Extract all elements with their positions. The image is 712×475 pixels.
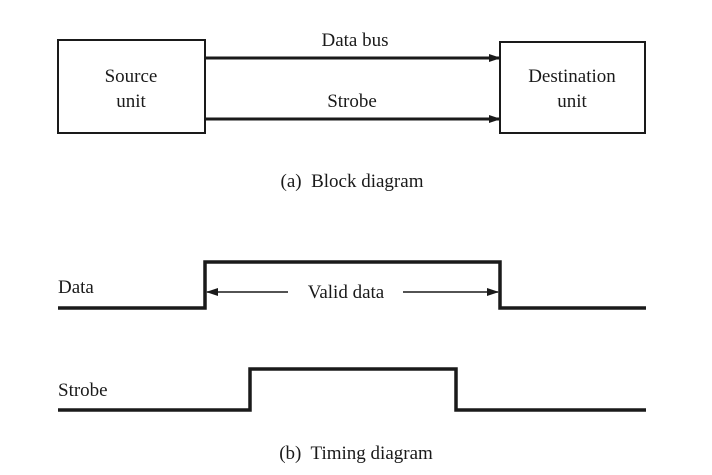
destination-unit-label-line1: Destination [528,66,616,87]
strobe-signal-label: Strobe [58,380,108,401]
source-unit-label-line1: Source [105,66,158,87]
data-waveform [58,260,646,310]
data-bus-label: Data bus [321,30,388,51]
strobe-waveform [58,367,646,412]
data-signal-label: Data [58,277,94,298]
block-diagram: Source unit Destination unit Data bus St… [57,30,646,192]
source-unit-box [57,39,206,134]
source-unit-label-line2: unit [116,91,146,112]
timing-diagram: Data Valid data Strobe (b) Timing diagra… [58,260,646,464]
timing-diagram-caption: (b) Timing diagram [279,443,433,464]
strobe-line-label: Strobe [327,91,377,112]
valid-data-label: Valid data [308,282,385,303]
destination-unit-box [499,41,646,134]
destination-unit-label-line2: unit [557,91,587,112]
block-diagram-caption: (a) Block diagram [281,171,424,192]
